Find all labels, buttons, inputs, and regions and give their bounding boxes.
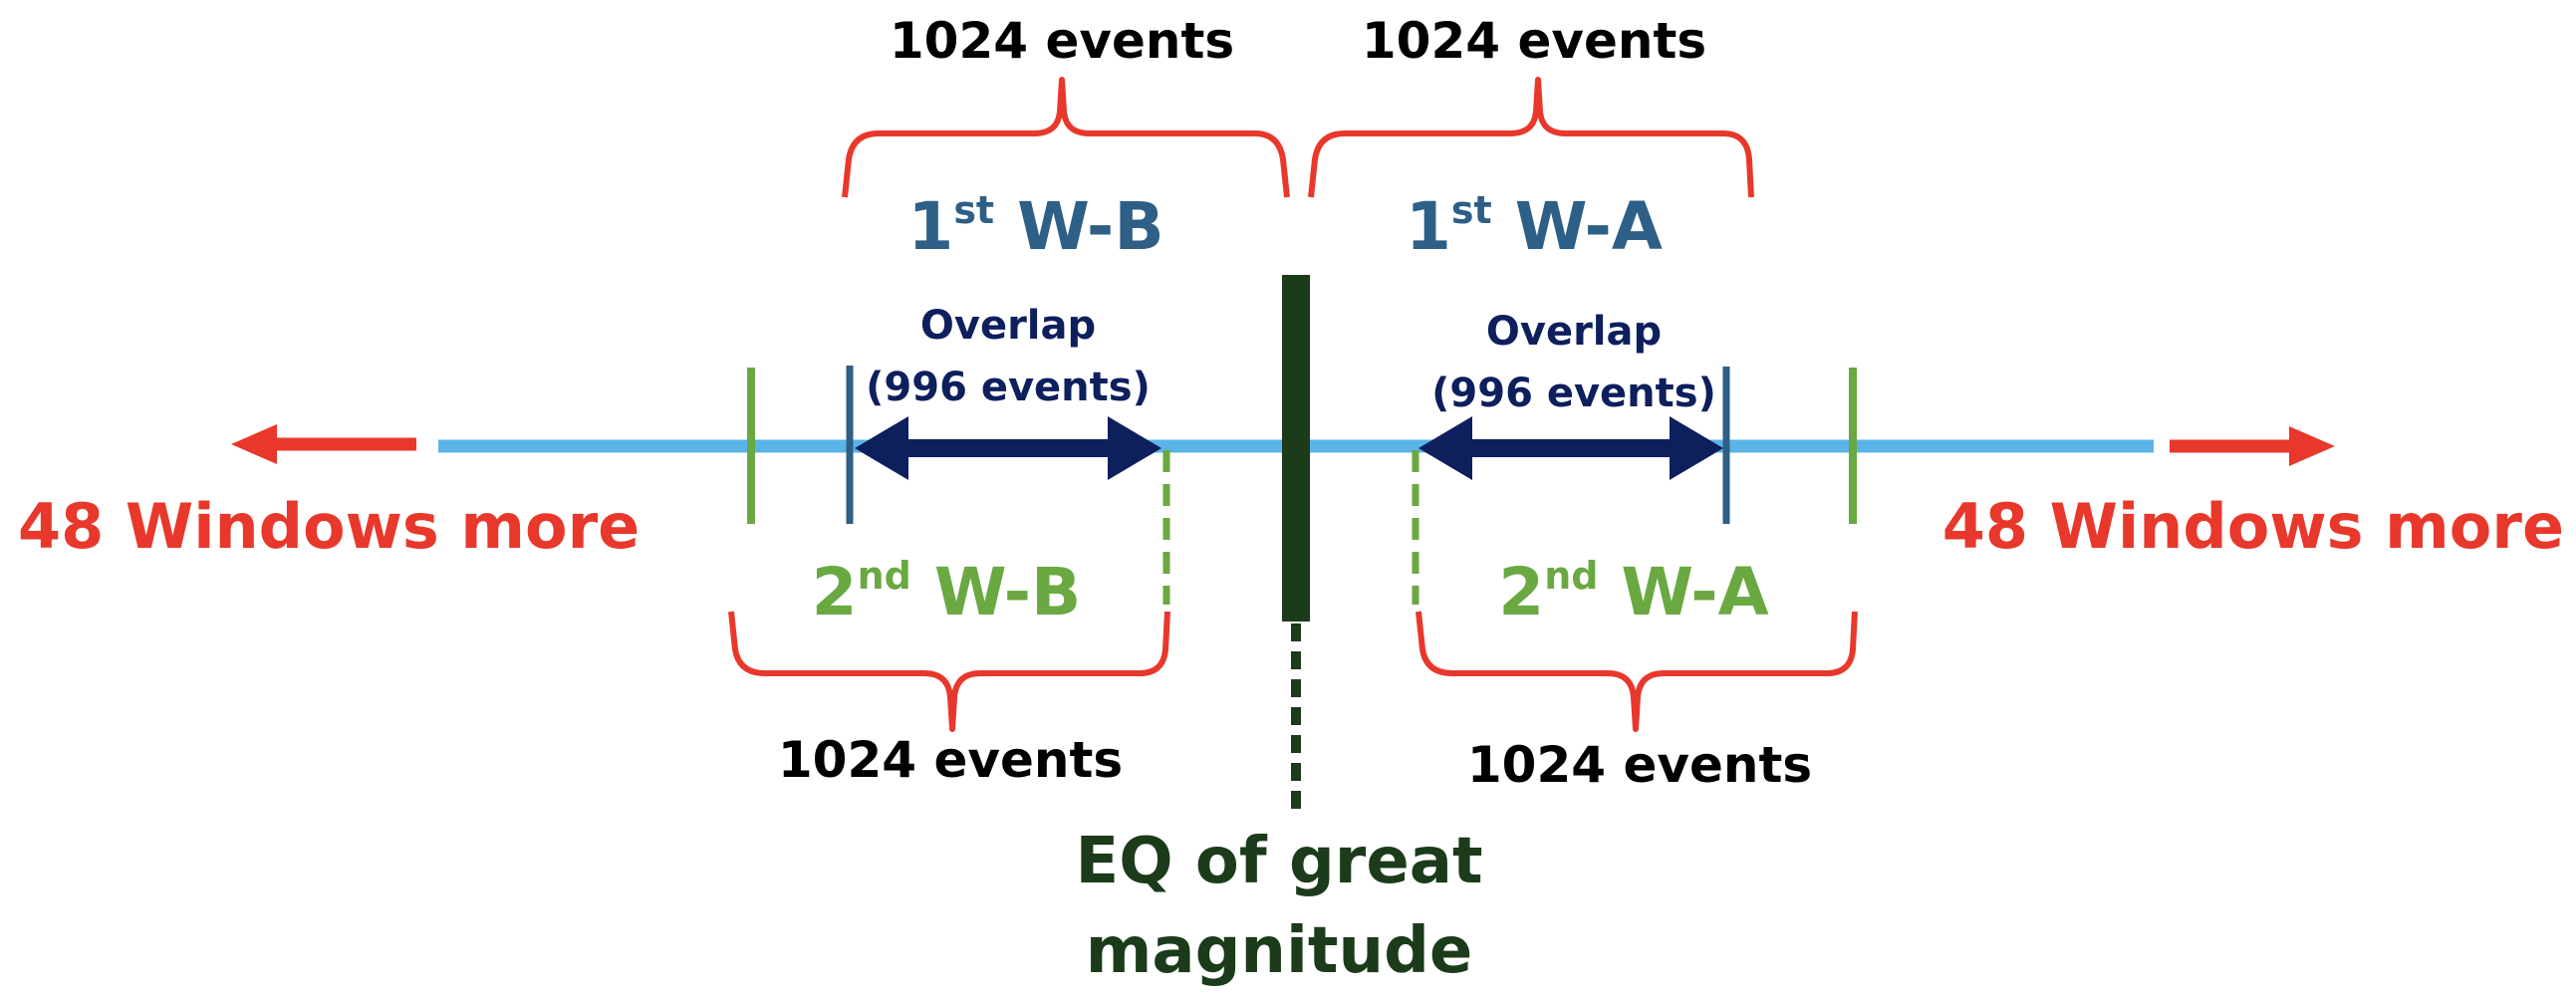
label-first-wb: 1st W-B — [907, 188, 1163, 265]
overlap-right-line2: (996 events) — [1431, 371, 1716, 416]
windows-more-left: 48 Windows more — [18, 490, 640, 563]
label-first-wa: 1st W-A — [1406, 188, 1663, 265]
brace-second-wa — [1416, 611, 1858, 732]
events-bottom-left: 1024 events — [778, 731, 1123, 789]
eq-marker-bar — [1282, 275, 1310, 622]
windows-more-right: 48 Windows more — [1942, 490, 2564, 563]
overlap-right-line1: Overlap — [1486, 309, 1662, 355]
brace-first-wb — [842, 77, 1290, 198]
eq-label-line2: magnitude — [1086, 914, 1473, 988]
events-top-right: 1024 events — [1362, 12, 1706, 70]
overlap-left-line1: Overlap — [920, 303, 1096, 349]
overlap-left-arrow — [855, 416, 1161, 480]
left-more-arrow — [231, 424, 416, 464]
events-bottom-right: 1024 events — [1467, 736, 1812, 794]
events-top-left: 1024 events — [890, 12, 1234, 70]
brace-second-wb — [728, 611, 1170, 732]
label-second-wa: 2nd W-A — [1498, 554, 1769, 630]
label-second-wb: 2nd W-B — [812, 554, 1082, 630]
brace-first-wa — [1308, 77, 1754, 198]
overlap-left-line2: (996 events) — [866, 365, 1151, 410]
right-more-arrow — [2170, 426, 2335, 466]
overlap-right-arrow — [1418, 416, 1723, 480]
eq-label-line1: EQ of great — [1075, 825, 1482, 898]
